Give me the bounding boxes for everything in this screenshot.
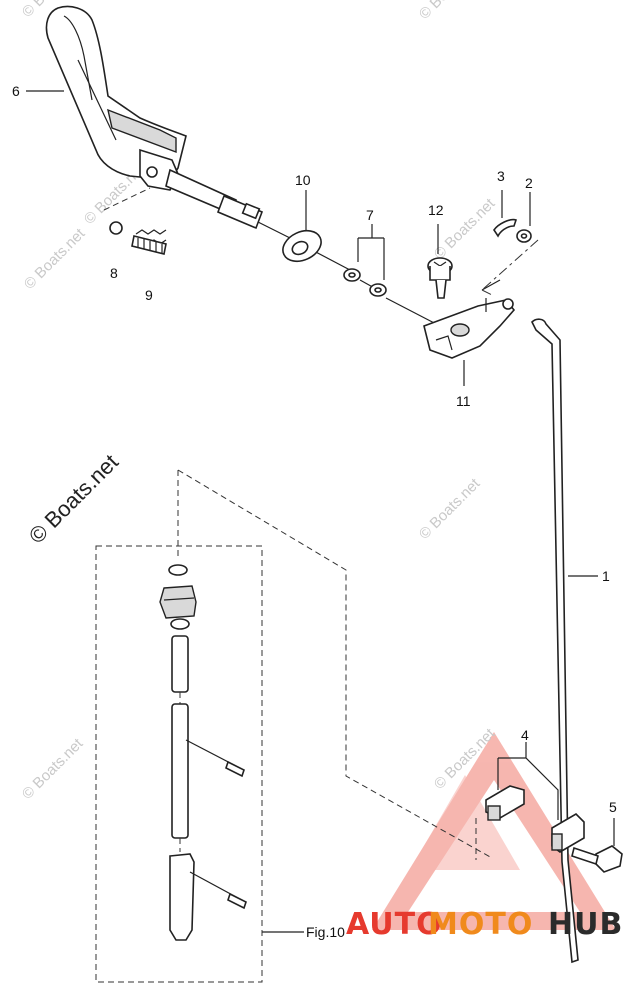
- part-8-ball: [109, 221, 123, 235]
- part-6-shift-lever: [45, 5, 264, 230]
- callout-5: 5: [609, 799, 617, 815]
- callout-3: 3: [497, 168, 505, 184]
- callout-2: 2: [525, 175, 533, 191]
- part-5-bolt: [571, 818, 623, 873]
- assembly-line: [257, 221, 291, 239]
- callout-6: 6: [12, 83, 20, 99]
- assembly-line: [311, 249, 351, 271]
- watermark-text-large: © Boats.net: [24, 449, 123, 548]
- brand-auto: AUTO: [346, 907, 443, 942]
- part-4-clip: [485, 742, 585, 853]
- part-9-spring: [131, 229, 167, 255]
- part-2-washer: [516, 192, 532, 243]
- brand-logo-triangle: [372, 732, 616, 930]
- watermark-text: © Boats.net: [19, 735, 87, 803]
- fig-label: Fig.10: [306, 924, 345, 940]
- part-7-washers: [343, 224, 387, 297]
- callout-8: 8: [110, 265, 118, 281]
- part-11-bracket: [423, 279, 516, 386]
- brand-hub: HUB: [548, 907, 623, 942]
- callout-12: 12: [428, 202, 444, 218]
- part-3-cotter-pin: [493, 190, 518, 238]
- callout-labels: 1 2 3 4 5 6 7 8 9 10 11 12 Fig.10: [12, 83, 617, 940]
- brand-logo-text: AUTO MOTO HUB: [346, 907, 623, 942]
- callout-7: 7: [366, 207, 374, 223]
- assembly-line: [385, 297, 441, 327]
- part-12-screw: [427, 224, 453, 299]
- watermark-text: © Boats.net: [416, 475, 484, 543]
- assembly-line: [481, 239, 539, 291]
- watermark-text: © Boats.net: [21, 225, 89, 293]
- fig-10-subassembly: [95, 469, 493, 983]
- part-10-washer: [282, 229, 322, 263]
- watermark-text: © Boats.net: [416, 0, 484, 23]
- callout-11: 11: [456, 393, 471, 409]
- callout-9: 9: [145, 287, 153, 303]
- brand-moto: MOTO: [428, 907, 533, 942]
- callout-leaders: [26, 90, 307, 230]
- callout-4: 4: [521, 727, 529, 743]
- assembly-line: [481, 289, 495, 297]
- part-1-shift-rod: [531, 318, 598, 964]
- callout-1: 1: [602, 568, 610, 584]
- assembly-line: [103, 187, 151, 211]
- callout-10: 10: [295, 172, 311, 188]
